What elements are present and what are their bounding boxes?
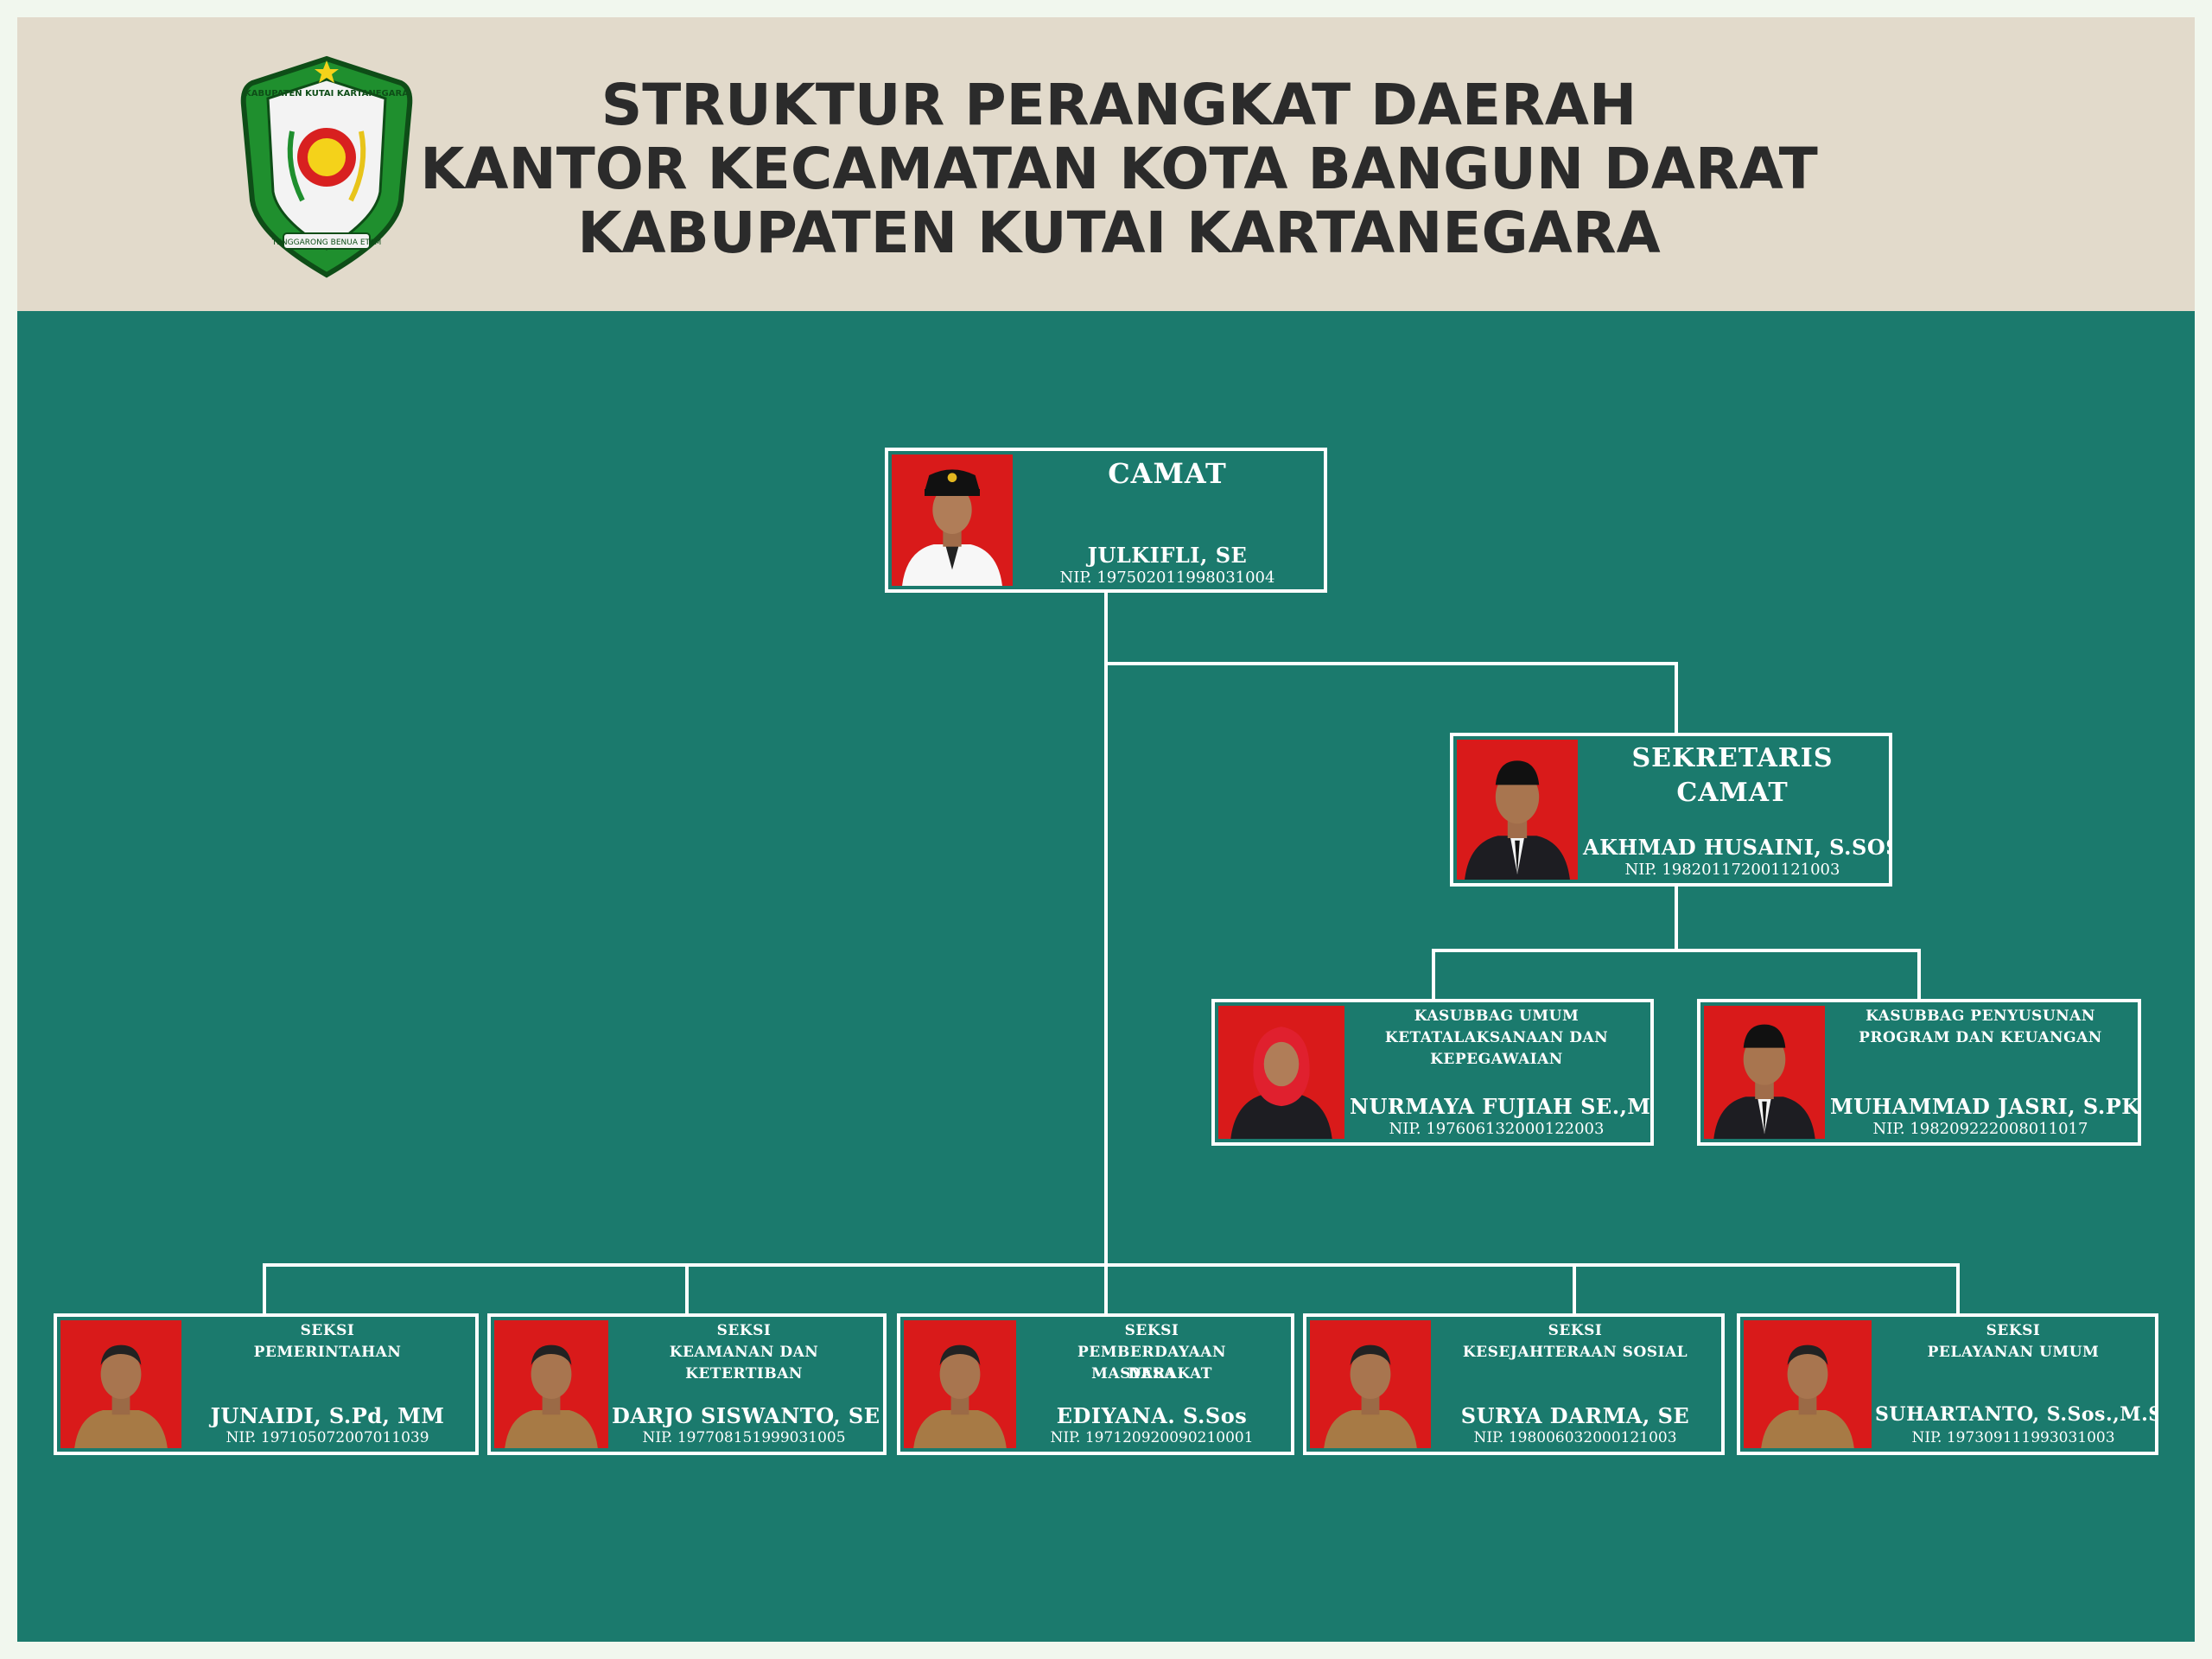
kutai-kartanegara-emblem-logo: KABUPATEN KUTAI KARTANEGARA TENGGARONG B… <box>240 55 413 278</box>
kasubbag-penyusunan-title-line-2: PROGRAM DAN KEUANGAN <box>1859 1029 2102 1046</box>
seksi-pemerintahan-title-line-1: SEKSI <box>300 1322 355 1339</box>
person-photo-icon <box>1704 1006 1825 1139</box>
person-photo-icon <box>1744 1320 1872 1448</box>
seksi-pemerintahan-nip: NIP. 197105072007011039 <box>226 1429 429 1446</box>
card-seksi-keamanan: SEKSI KEAMANAN DAN KETERTIBAN DARJO SISW… <box>487 1313 887 1455</box>
card-kasubbag-umum: KASUBBAG UMUM KETATALAKSANAAN DAN KEPEGA… <box>1211 999 1654 1146</box>
seksi-pemberdayaan-title-line-2: PEMBERDAYAAN MASYARAKAT <box>1077 1344 1227 1382</box>
seksi-keamanan-title-line-2: KEAMANAN DAN KETERTIBAN <box>669 1344 819 1382</box>
photo-seksi-pelayanan <box>1744 1320 1872 1448</box>
seksi-keamanan-nip: NIP. 197708151999031005 <box>642 1429 846 1446</box>
seksi-pelayanan-name: SUHARTANTO, S.Sos.,M.Si <box>1875 1403 2158 1426</box>
person-photo-icon <box>1218 1006 1344 1139</box>
seksi-pemberdayaan-name: EDIYANA. S.Sos <box>1056 1403 1248 1428</box>
person-photo-icon <box>1310 1320 1431 1448</box>
seksi-keamanan-name: DARJO SISWANTO, SE <box>612 1403 880 1428</box>
seksi-keamanan-title-line-1: SEKSI <box>716 1322 772 1339</box>
camat-nip: NIP. 197502011998031004 <box>1059 569 1275 587</box>
seksi-pemerintahan-title-line-2: PEMERINTAHAN <box>253 1344 402 1361</box>
kasubbag-penyusunan-title-line-1: KASUBBAG PENYUSUNAN <box>1866 1007 2095 1025</box>
card-seksi-kesejahteraan: SEKSI KESEJAHTERAAN SOSIAL SURYA DARMA, … <box>1303 1313 1725 1455</box>
header-title-line-1: STRUKTUR PERANGKAT DAERAH <box>601 72 1637 138</box>
kasubbag-umum-name: NURMAYA FUJIAH SE.,MM <box>1350 1094 1654 1119</box>
photo-sekretaris <box>1457 740 1578 880</box>
photo-seksi-pemberdayaan <box>904 1320 1016 1448</box>
sekretaris-name: AKHMAD HUSAINI, S.SOS <box>1583 835 1892 860</box>
person-photo-icon <box>1457 740 1578 880</box>
seksi-pelayanan-title-line-2: PELAYANAN UMUM <box>1927 1344 2100 1361</box>
person-photo-icon <box>892 454 1013 586</box>
kasubbag-umum-nip: NIP. 197606132000122003 <box>1389 1120 1605 1138</box>
person-photo-icon <box>904 1320 1016 1448</box>
card-kasubbag-penyusunan: KASUBBAG PENYUSUNAN PROGRAM DAN KEUANGAN… <box>1697 999 2141 1146</box>
sekretaris-title-line-2: CAMAT <box>1676 778 1789 808</box>
kasubbag-umum-title-line-1: KASUBBAG UMUM <box>1414 1007 1580 1025</box>
photo-kasubbag-penyusunan <box>1704 1006 1825 1139</box>
logo-top-text: KABUPATEN KUTAI KARTANEGARA <box>245 89 409 99</box>
kasubbag-penyusunan-name: MUHAMMAD JASRI, S.PKP <box>1830 1094 2141 1119</box>
seksi-pemberdayaan-title-line-3: DESA <box>1128 1365 1176 1382</box>
camat-title: CAMAT <box>1108 457 1227 490</box>
seksi-kesejahteraan-name: SURYA DARMA, SE <box>1460 1403 1690 1428</box>
header-title-line-2: KANTOR KECAMATAN KOTA BANGUN DARAT <box>420 136 1818 202</box>
kasubbag-umum-title-line-2: KETATALAKSANAAN DAN <box>1384 1029 1609 1046</box>
person-photo-icon <box>494 1320 608 1448</box>
logo-motto-text: TENGGARONG BENUA ETAM <box>271 238 382 247</box>
seksi-pelayanan-title-line-1: SEKSI <box>1986 1322 2041 1339</box>
sekretaris-title-line-1: SEKRETARIS <box>1631 743 1834 773</box>
seksi-kesejahteraan-title-line-2: KESEJAHTERAAN SOSIAL <box>1462 1344 1688 1361</box>
seksi-kesejahteraan-title-line-1: SEKSI <box>1548 1322 1603 1339</box>
seksi-pemberdayaan-nip: NIP. 197120920090210001 <box>1050 1429 1254 1446</box>
seksi-kesejahteraan-nip: NIP. 198006032000121003 <box>1473 1429 1677 1446</box>
card-seksi-pemberdayaan: SEKSI PEMBERDAYAAN MASYARAKAT DESA EDIYA… <box>897 1313 1294 1455</box>
photo-camat <box>892 454 1013 586</box>
seksi-pemerintahan-name: JUNAIDI, S.Pd, MM <box>210 1403 445 1428</box>
seksi-pelayanan-nip: NIP. 197309111993031003 <box>1911 1429 2115 1446</box>
kasubbag-umum-title-line-3: KEPEGAWAIAN <box>1430 1051 1563 1068</box>
camat-name: JULKIFLI, SE <box>1087 543 1248 568</box>
photo-kasubbag-umum <box>1218 1006 1344 1139</box>
sekretaris-nip: NIP. 198201172001121003 <box>1624 861 1840 879</box>
card-sekretaris: SEKRETARIS CAMAT AKHMAD HUSAINI, S.SOS N… <box>1450 733 1892 887</box>
card-camat: CAMAT JULKIFLI, SE NIP. 1975020119980310… <box>885 448 1327 593</box>
card-seksi-pelayanan: SEKSI PELAYANAN UMUM SUHARTANTO, S.Sos.,… <box>1737 1313 2158 1455</box>
seksi-pemberdayaan-title-line-1: SEKSI <box>1124 1322 1179 1339</box>
header-title-line-3: KABUPATEN KUTAI KARTANEGARA <box>577 200 1661 266</box>
photo-seksi-kesejahteraan <box>1310 1320 1431 1448</box>
photo-seksi-pemerintahan <box>60 1320 181 1448</box>
kasubbag-penyusunan-nip: NIP. 198209222008011017 <box>1872 1120 2088 1138</box>
photo-seksi-keamanan <box>494 1320 608 1448</box>
card-seksi-pemerintahan: SEKSI PEMERINTAHAN JUNAIDI, S.Pd, MM NIP… <box>54 1313 479 1455</box>
person-photo-icon <box>60 1320 181 1448</box>
